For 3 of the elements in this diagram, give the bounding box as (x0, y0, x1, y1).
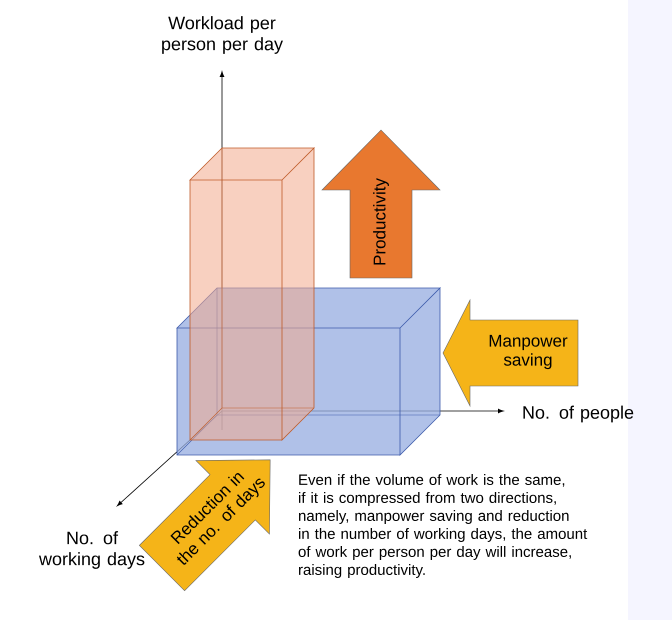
axis-label: No. of people (523, 406, 634, 422)
axis-label: Workload per person per day (162, 16, 283, 54)
paragraph: Even if the volume of work is the same, if it is compressed from two directions, namely, manpower saving and reduction in the number of working days, the amount of work per person per day will increase, raising productivity. (298, 474, 588, 578)
